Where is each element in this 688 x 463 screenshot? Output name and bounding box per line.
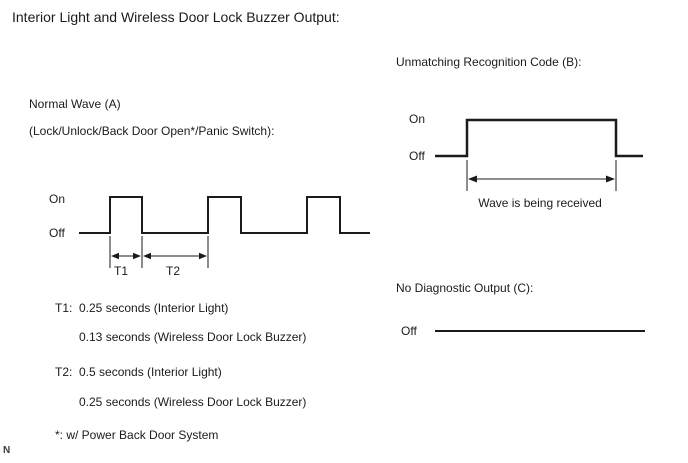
wave-b-trace <box>435 118 643 158</box>
t1-label: T1 <box>114 264 129 278</box>
t2-note-line1: 0.5 seconds (Interior Light) <box>79 365 222 379</box>
wave-c-off-label: Off <box>401 324 417 338</box>
t2-label: T2 <box>166 264 181 278</box>
t1-dimension-arrow <box>111 252 141 260</box>
wave-b-dimension-arrow <box>468 175 615 183</box>
wave-b-caption: Wave is being received <box>478 196 602 210</box>
wave-a-trace <box>79 196 370 234</box>
page-title: Interior Light and Wireless Door Lock Bu… <box>12 9 340 25</box>
corner-mark: N <box>3 445 11 456</box>
t2-note-prefix: T2: <box>55 365 73 379</box>
t1-note-prefix: T1: <box>55 301 73 315</box>
t2-dimension-arrow <box>143 252 207 260</box>
wave-b-on-label: On <box>409 112 426 126</box>
wave-a-heading: Normal Wave (A) <box>29 97 121 111</box>
t1-note-line1: 0.25 seconds (Interior Light) <box>79 301 229 315</box>
wave-a-off-label: Off <box>49 226 65 240</box>
wave-b-heading: Unmatching Recognition Code (B): <box>396 55 582 69</box>
wave-c-heading: No Diagnostic Output (C): <box>396 281 534 295</box>
wave-a-on-label: On <box>49 192 66 206</box>
t1-note-line2: 0.13 seconds (Wireless Door Lock Buzzer) <box>79 330 307 344</box>
wave-a-subheading: (Lock/Unlock/Back Door Open*/Panic Switc… <box>29 124 275 138</box>
footnote: *: w/ Power Back Door System <box>55 428 219 442</box>
wave-b-off-label: Off <box>409 149 425 163</box>
t2-note-line2: 0.25 seconds (Wireless Door Lock Buzzer) <box>79 395 307 409</box>
